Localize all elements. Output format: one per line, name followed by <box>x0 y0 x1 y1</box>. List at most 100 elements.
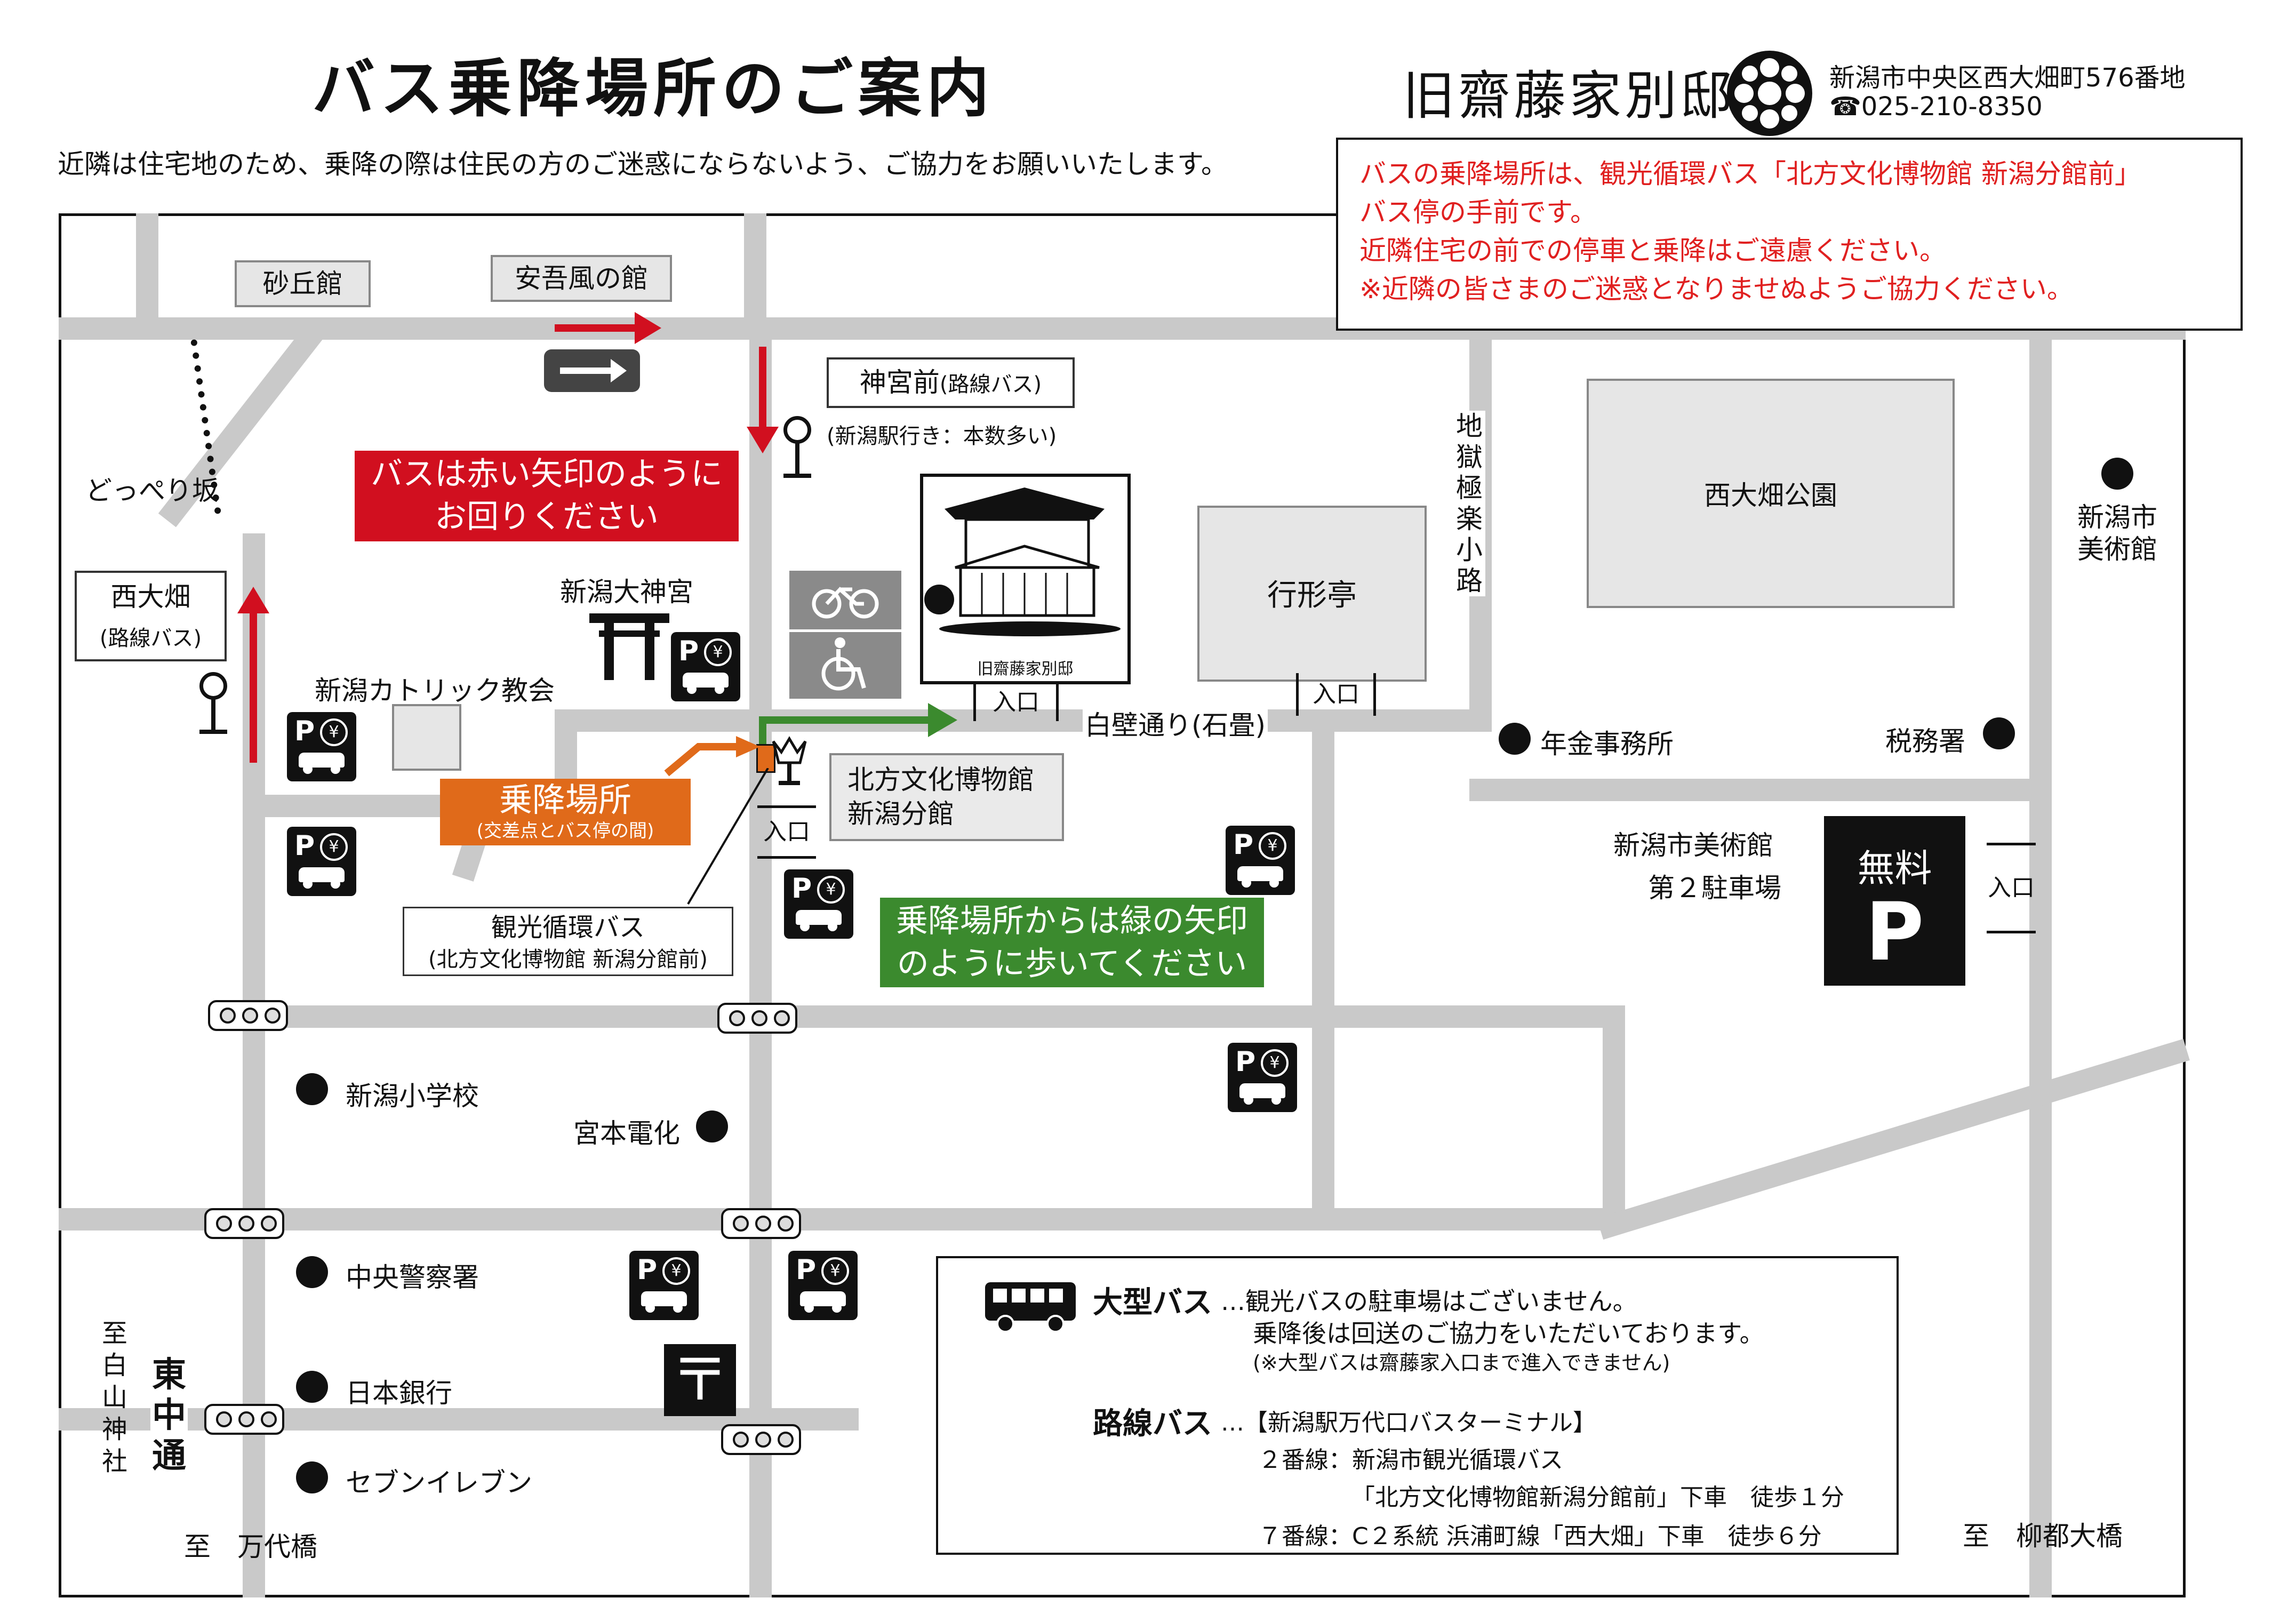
parking-icon: P¥ <box>629 1251 699 1320</box>
bandai-label: 至 万代橋 <box>184 1531 317 1562</box>
tax-marker <box>1983 717 2015 749</box>
traffic-signal-icon <box>204 1208 284 1239</box>
estate-building: 旧齋藤家別邸 <box>920 474 1131 684</box>
jingumae-stop-label: 神宮前(路線バス) <box>827 357 1075 408</box>
one-way-icon <box>544 349 640 392</box>
notice-box: バスの乗降場所は、観光循環バス「北方文化博物館 新潟分館前」 バス停の手前です。… <box>1336 138 2243 331</box>
seven-marker <box>296 1461 328 1493</box>
road <box>744 213 766 340</box>
higashi-label: 東中通 <box>150 1355 188 1476</box>
daijingu-label: 新潟大神宮 <box>560 577 693 608</box>
family-crest-icon <box>1727 51 1812 136</box>
road <box>243 1005 1624 1028</box>
bus-stop-icon <box>781 416 813 485</box>
large-bus-text1: …観光バスの駐車場はございません。 <box>1221 1287 1637 1316</box>
museum-parking-label1: 新潟市美術館 <box>1613 830 1773 861</box>
road <box>1603 1005 1625 1229</box>
notice-line: ※近隣の皆さまのご迷惑となりませぬようご協力ください。 <box>1359 274 2074 305</box>
estate-entrance: 入口 <box>973 684 1059 721</box>
route-bus-text4: ７番線：C２系統 浜浦町線「西大畑」下車 徒歩６分 <box>1258 1523 1822 1550</box>
road <box>1469 779 2040 801</box>
notice-line: バス停の手前です。 <box>1359 197 1597 228</box>
post-office-icon: 〒 <box>664 1344 736 1416</box>
park: 西大畑公園 <box>1587 379 1955 608</box>
police-marker <box>296 1256 328 1288</box>
shirakabe-label: 白壁通り(石畳) <box>1083 704 1268 742</box>
traffic-signal-icon <box>204 1404 284 1435</box>
school-marker <box>296 1073 328 1105</box>
road <box>243 795 445 817</box>
route-bus-text3: 「北方文化博物館新潟分館前」下車 徒歩１分 <box>1351 1484 1844 1511</box>
road <box>59 1208 1621 1231</box>
map-frame <box>59 213 2186 1597</box>
page-title: バス乗降場所のご案内 <box>312 52 995 125</box>
miyamoto-label: 宮本電化 <box>573 1118 680 1149</box>
info-box: 大型バス …観光バスの駐車場はございません。 乗降後は回送のご協力をいただいてお… <box>936 1256 1899 1555</box>
road <box>749 320 772 1597</box>
museum-label: 新潟市美術館 <box>2077 502 2157 565</box>
catholic-label: 新潟カトリック教会 <box>315 675 555 706</box>
orange-arrow <box>664 736 760 777</box>
parking-icon: P¥ <box>788 1251 858 1320</box>
ryuto-label: 至 柳都大橋 <box>1963 1521 2123 1552</box>
traffic-signal-icon <box>721 1424 801 1455</box>
green-arrow <box>759 703 957 747</box>
miyamoto-marker <box>696 1110 728 1142</box>
parking-icon: P¥ <box>671 632 740 701</box>
torii-icon <box>589 613 669 680</box>
angofu-label: 安吾風の館 <box>491 255 672 302</box>
road <box>2029 340 2052 1597</box>
notice-line: 近隣住宅の前での停車と乗降はご遠慮ください。 <box>1359 235 1946 266</box>
hakusan-label: 至白山神社 <box>101 1319 127 1476</box>
dopperi-label: どっぺり坂 <box>85 475 219 506</box>
kanko-bus-label: 観光循環バス(北方文化博物館 新潟分館前) <box>403 907 733 976</box>
green-callout: 乗降場所からは緑の矢印のように歩いてください <box>880 898 1264 987</box>
museum-marker <box>2101 458 2133 490</box>
hoppo-entrance: 入口 <box>757 805 816 859</box>
boj-label: 日本銀行 <box>346 1378 452 1409</box>
hoppo-label: 北方文化博物館新潟分館 <box>829 753 1064 841</box>
museum-parking-entrance: 入口 <box>1987 843 2036 933</box>
road <box>1312 709 1334 1219</box>
sakyukan-label: 砂丘館 <box>235 260 371 307</box>
jigoku-label: 地獄極楽小路 <box>1453 411 1485 596</box>
bus-stop-icon <box>197 672 229 741</box>
road <box>136 213 158 340</box>
red-arrow-up <box>237 587 269 763</box>
red-callout: バスは赤い矢印のようにお回りください <box>355 451 739 541</box>
parking-icon: P¥ <box>1226 826 1295 895</box>
large-bus-text2: 乗降後は回送のご協力をいただいております。 <box>1253 1319 1764 1348</box>
wheelchair-icon <box>789 632 901 699</box>
large-bus-title: 大型バス <box>1093 1285 1212 1320</box>
bicycle-icon <box>789 571 901 629</box>
pension-label: 年金事務所 <box>1540 729 1674 760</box>
kyukeitei-entrance: 入口 <box>1296 673 1376 716</box>
leader-line <box>687 768 769 905</box>
catholic-building <box>392 704 461 771</box>
museum-parking-label2: 第２駐車場 <box>1648 873 1781 904</box>
parking-icon: P¥ <box>287 712 356 781</box>
red-arrow-down <box>747 347 779 453</box>
traffic-signal-icon <box>721 1208 801 1239</box>
address: 新潟市中央区西大畑町576番地 <box>1829 63 2186 93</box>
pension-marker <box>1499 723 1531 755</box>
telephone: ☎025-210-8350 <box>1829 92 2043 122</box>
brand-logo: 旧齋藤家別邸 <box>1403 66 1736 126</box>
route-bus-text1: …【新潟駅万代口バスターミナル】 <box>1221 1409 1596 1436</box>
seven-label: セブンイレブン <box>346 1467 532 1498</box>
orange-callout: 乗降場所 (交差点とバス停の間) <box>440 779 691 845</box>
free-parking-sign: 無料 P <box>1824 816 1965 986</box>
red-arrow-right <box>555 312 661 344</box>
large-bus-note: (※大型バスは齋藤家入口まで進入できません) <box>1253 1351 1670 1375</box>
route-bus-title: 路線バス <box>1093 1407 1212 1441</box>
boj-marker <box>296 1371 328 1403</box>
traffic-signal-icon <box>717 1003 797 1034</box>
bus-icon <box>985 1282 1076 1333</box>
police-label: 中央警察署 <box>346 1262 479 1293</box>
jingumae-note: (新潟駅行き：本数多い) <box>827 424 1057 449</box>
traffic-signal-icon <box>208 1000 288 1031</box>
school-label: 新潟小学校 <box>346 1081 479 1112</box>
parking-icon: P¥ <box>784 869 853 939</box>
route-bus-text2: ２番線：新潟市観光循環バス <box>1258 1447 1563 1474</box>
notice-line: バスの乗降場所は、観光循環バス「北方文化博物館 新潟分館前」 <box>1359 158 2141 189</box>
